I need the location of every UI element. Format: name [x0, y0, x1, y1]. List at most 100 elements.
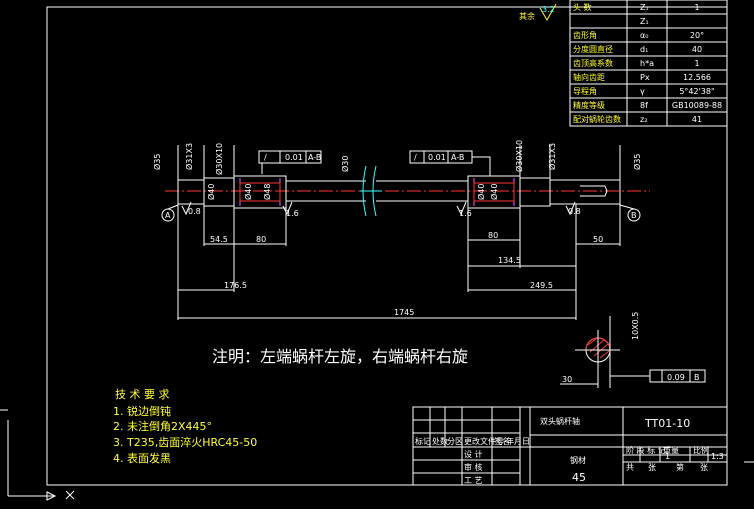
other-surfaces-label: 其余 [519, 11, 535, 21]
param-sym-5: Px [640, 73, 650, 82]
param-sym-8: z₂ [640, 115, 647, 124]
design-label: 设 计 [464, 449, 483, 459]
runout-tolerance-right [409, 150, 491, 176]
datum-b-label: B [631, 211, 637, 220]
tech-req-3: 3. T235,齿面淬火HRC45-50 [113, 435, 257, 449]
sheet-total-label: 共 [626, 463, 634, 472]
param-name-5: 轴向齿距 [573, 72, 605, 82]
param-val-3: 40 [692, 45, 702, 54]
dim-d31-right: Ø31X3 [547, 143, 557, 170]
rough-16-right: 1.6 [459, 209, 472, 218]
param-sym-7: 8f [640, 101, 648, 110]
col-label-3: 更改文件号 [464, 436, 504, 446]
tech-req-1: 1. 锐边倒钝 [113, 404, 171, 418]
rough-16-left: 1.6 [286, 209, 299, 218]
len-249-5: 249.5 [530, 281, 553, 290]
worm-thread-left [239, 178, 281, 206]
col-label-2: 分区 [447, 437, 463, 446]
param-name-0: 头 数 [573, 2, 592, 12]
section-tol-val: 0.09 [667, 373, 685, 382]
roughness-top-value: 3.2 [542, 5, 555, 14]
dimension-lines [177, 145, 621, 320]
param-val-4: 1 [694, 59, 699, 68]
col-label-5: 年月日 [506, 436, 530, 446]
worm-parameter-table [569, 0, 728, 127]
material: 45 [572, 471, 586, 484]
datum-a-label: A [165, 211, 171, 220]
param-sym-2: α₀ [640, 31, 648, 40]
dim-d30x10-left: Ø30X10 [214, 143, 224, 175]
param-name-2: 齿形角 [573, 30, 597, 40]
col-label-1: 处数 [432, 436, 448, 446]
param-sym-0: Z₁ [640, 3, 649, 12]
shaft-outline [177, 175, 621, 209]
param-sym-1: Z₁ [640, 17, 649, 26]
sheet-unit-label: 张 [648, 463, 656, 472]
dim-d30x10-right: Ø30X10 [514, 140, 524, 172]
tech-req-title: 技 术 要 求 [115, 388, 170, 401]
sheet-no-label: 第 [676, 462, 684, 472]
stage-label: 阶 段 标 记 [626, 445, 666, 455]
part-name: 双头蜗杆轴 [540, 416, 580, 426]
title-block-column-labels: 标记 处数 分区 更改文件号 签名 年月日 [415, 436, 530, 446]
section-tol-ref: B [694, 373, 700, 382]
len-54-5: 54.5 [210, 235, 228, 244]
len-176-5: 176.5 [224, 281, 247, 290]
param-val-2: 20° [690, 31, 704, 40]
runout-tolerance-left [258, 150, 322, 174]
dim-d35-right: Ø35 [632, 154, 642, 170]
break-marks [360, 165, 382, 217]
scale: 1:3 [711, 452, 724, 461]
tol-left-ref: A-B [308, 153, 321, 162]
dim-d35-left: Ø35 [152, 154, 162, 170]
tol-right-sym: / [414, 153, 417, 162]
material-label: 钢材 [570, 455, 586, 465]
dim-d40a: Ø40 [206, 184, 216, 200]
process-label: 工 艺 [464, 476, 483, 485]
param-sym-3: d₁ [640, 45, 648, 54]
datum-a-marker [161, 204, 179, 222]
qty: 1 [665, 452, 670, 461]
dim-d31-left: Ø31X3 [184, 143, 194, 170]
roughness-symbol-top: 3.2 [539, 3, 557, 22]
weight-label: 重量 [663, 445, 679, 455]
dim-d48: Ø48 [262, 184, 272, 200]
technical-requirements: 技 术 要 求 1. 锐边倒钝 2. 未注倒角2X445° 3. T235,齿面… [113, 388, 257, 465]
tech-req-4: 4. 表面发黑 [113, 451, 171, 465]
param-val-0: 1 [694, 3, 699, 12]
col-label-4: 签名 [494, 436, 510, 446]
len-1745: 1745 [394, 308, 414, 317]
dimension-texts: Ø35 Ø31X3 Ø30X10 Ø40 Ø40 Ø48 Ø30 Ø30X10 … [152, 140, 700, 384]
len-80-left: 80 [256, 235, 266, 244]
col-label-0: 标记 [415, 436, 431, 446]
param-name-3: 分度圆直径 [573, 44, 613, 54]
title-block-text: 双头蜗杆轴 TT01-10 45 钢材 1 1:3 比例 设 计 审 核 工 艺… [464, 416, 724, 485]
dim-d40b: Ø40 [243, 184, 253, 200]
tol-left-val: 0.01 [285, 153, 303, 162]
rough-08-left: 0.8 [188, 207, 201, 216]
drawing-frame [46, 6, 728, 486]
len-50: 50 [593, 235, 603, 244]
param-sym-6: γ [640, 87, 645, 96]
roughness-symbols [181, 201, 576, 216]
tol-left-sym: / [264, 153, 267, 162]
param-val-8: 41 [692, 115, 702, 124]
check-label: 审 核 [464, 462, 483, 472]
tol-right-ref: A-B [451, 153, 464, 162]
len-134-5: 134.5 [498, 256, 521, 265]
ucs-icon [7, 420, 75, 501]
param-name-7: 精度等级 [573, 100, 605, 110]
param-val-6: 5°42'38" [679, 87, 714, 96]
datum-b-marker [619, 204, 641, 222]
param-name-8: 配对蜗轮齿数 [573, 114, 621, 124]
handedness-note: 注明：左端蜗杆左旋，右端蜗杆右旋 [212, 347, 468, 366]
section-view [560, 316, 706, 388]
worm-thread-right [473, 178, 515, 206]
tech-req-2: 2. 未注倒角2X445° [113, 419, 212, 433]
sheet-unit2-label: 张 [700, 463, 708, 472]
scale-label: 比例 [693, 445, 709, 455]
len-80-right: 80 [488, 231, 498, 240]
